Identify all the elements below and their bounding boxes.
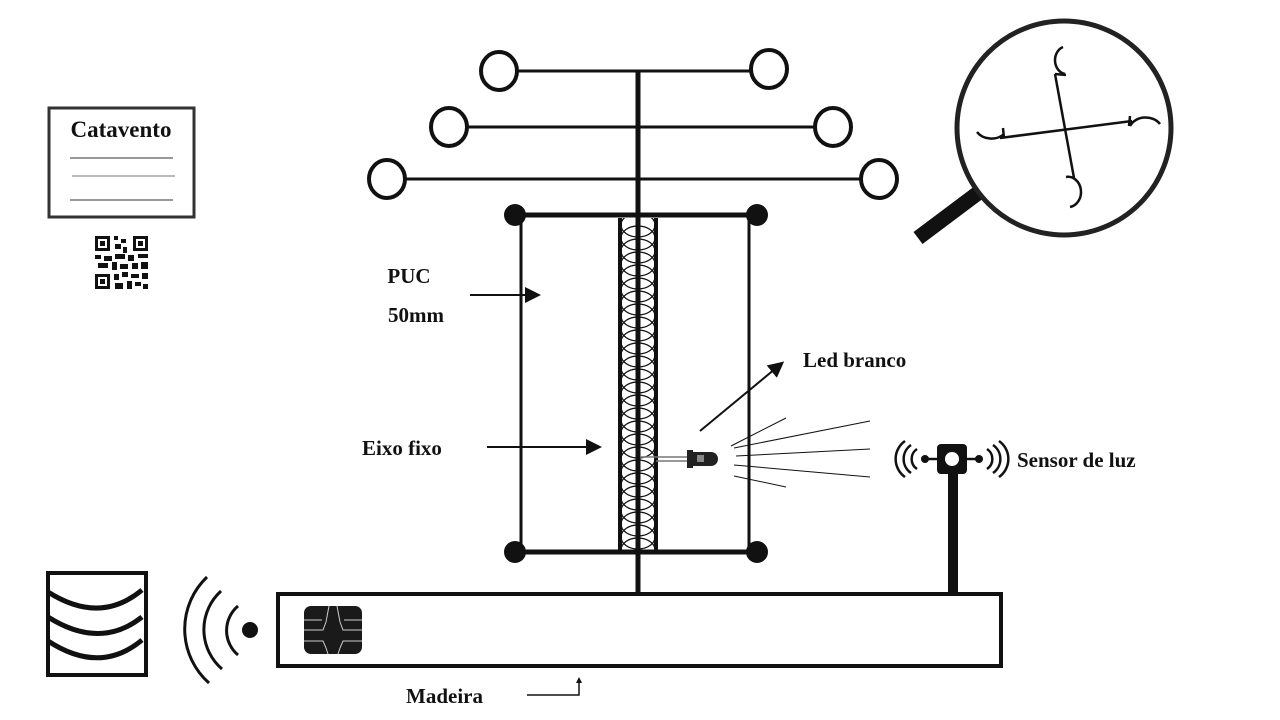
coil-loop xyxy=(620,433,656,459)
label-puc: PUC xyxy=(387,264,430,288)
coil-loop xyxy=(620,485,656,511)
card-title: Catavento xyxy=(71,117,172,142)
fixed-axis-coil xyxy=(618,218,658,550)
coil-loop xyxy=(620,238,656,264)
coil-loop xyxy=(620,472,656,498)
coil-loop xyxy=(620,537,656,550)
coil-loop xyxy=(620,251,656,277)
coil-loop xyxy=(620,368,656,394)
qr-code-icon xyxy=(95,236,148,289)
coil-loop xyxy=(620,218,656,238)
label-madeira: Madeira xyxy=(406,684,483,708)
coil-loop xyxy=(620,524,656,550)
coil-loop xyxy=(620,355,656,381)
label-led-branco: Led branco xyxy=(803,348,906,372)
coil-loop xyxy=(620,290,656,316)
anemometer-cups-icon xyxy=(976,45,1161,209)
label-puc-size: 50mm xyxy=(388,303,444,327)
wind-box-icon xyxy=(46,571,148,677)
rotor-cup xyxy=(859,158,899,200)
coil-loop xyxy=(620,498,656,524)
magnifying-glass-icon xyxy=(913,18,1174,244)
coil-loop xyxy=(620,511,656,537)
led-icon xyxy=(640,450,718,468)
madeira-arrow xyxy=(527,681,580,696)
led-arrow xyxy=(699,361,785,432)
coil-loop xyxy=(620,264,656,290)
catavento-card: Catavento xyxy=(47,106,196,219)
wireless-signal-icon xyxy=(183,575,258,685)
coil-loop xyxy=(620,303,656,329)
label-eixo-fixo: Eixo fixo xyxy=(362,436,442,460)
coil-loop xyxy=(620,381,656,407)
coil-loop xyxy=(620,329,656,355)
led-light-rays xyxy=(730,417,871,488)
coil-loop xyxy=(620,394,656,420)
coil-loop xyxy=(620,459,656,485)
wood-base xyxy=(276,592,1003,668)
windmill-rotor xyxy=(367,48,899,594)
coil-loop xyxy=(620,420,656,446)
rotor-cup xyxy=(367,158,407,200)
rotor-cup xyxy=(749,48,789,90)
rotor-cup xyxy=(813,106,853,148)
coil-loop xyxy=(620,446,656,472)
coil-loop xyxy=(620,407,656,433)
coil-loop xyxy=(620,225,656,251)
rotor-cup xyxy=(429,106,469,148)
coil-loop xyxy=(620,277,656,303)
label-sensor-de-luz: Sensor de luz xyxy=(1017,448,1136,472)
coil-loop xyxy=(620,316,656,342)
light-sensor-icon xyxy=(894,439,1010,594)
coil-loop xyxy=(620,342,656,368)
rotor-cup xyxy=(479,50,519,92)
pvc-frame xyxy=(504,204,768,563)
chip-icon xyxy=(304,605,362,655)
